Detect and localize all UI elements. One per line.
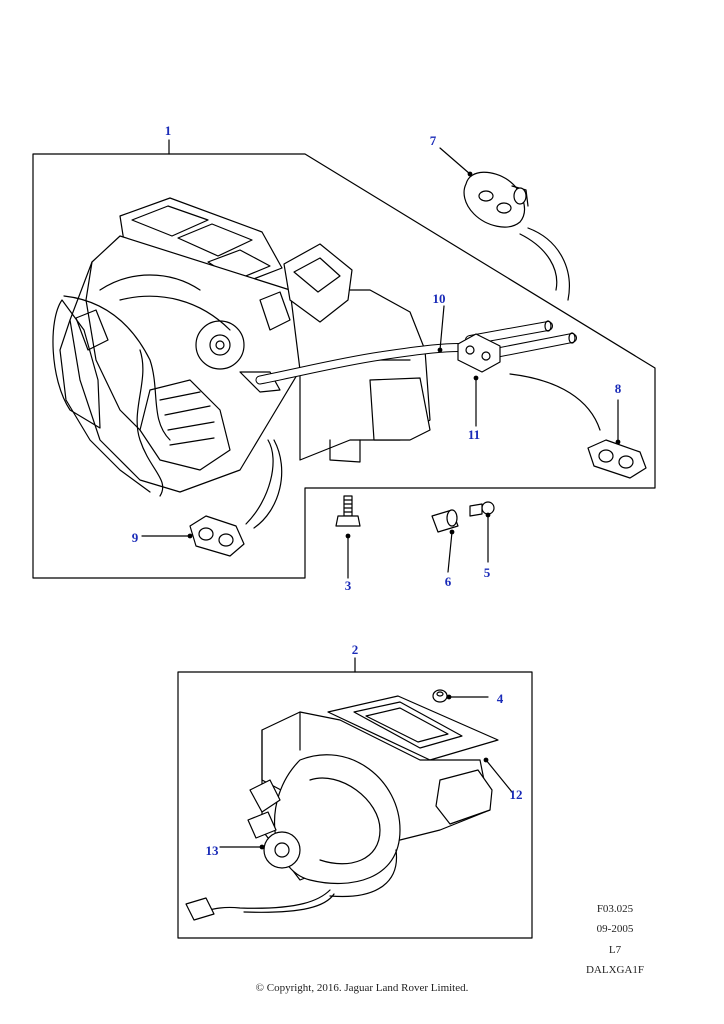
- drawing-code: F03.025: [596, 903, 634, 915]
- stud-3-drawing: [335, 495, 361, 527]
- callout-3[interactable]: 3: [345, 578, 352, 593]
- model-code: L7: [608, 944, 622, 956]
- callout-4[interactable]: 4: [497, 691, 504, 706]
- callout-9[interactable]: 9: [132, 530, 139, 545]
- callout-5[interactable]: 5: [484, 565, 491, 580]
- grommet-8-drawing: [509, 373, 647, 479]
- blower-housing-drawing: [185, 689, 499, 921]
- callout-7[interactable]: 7: [430, 133, 437, 148]
- callout-11[interactable]: 11: [468, 427, 480, 442]
- callout-12[interactable]: 12: [510, 787, 523, 802]
- grommet-7-drawing: [463, 171, 570, 301]
- callout-2[interactable]: 2: [352, 642, 359, 657]
- heater-hose-pipes-drawing: [255, 320, 577, 385]
- illustration-code: DALXGA1F: [585, 964, 645, 976]
- spacer-6-drawing: [431, 509, 459, 533]
- drawing-date: 09-2005: [596, 923, 634, 935]
- leader-dots: [187, 171, 621, 850]
- callout-10[interactable]: 10: [433, 291, 446, 306]
- callout-8[interactable]: 8: [615, 381, 622, 396]
- callout-1[interactable]: 1: [165, 123, 172, 138]
- copyright-notice: © Copyright, 2016. Jaguar Land Rover Lim…: [255, 982, 469, 994]
- screw-5-drawing: [469, 501, 495, 517]
- assembly-1-frame: [32, 153, 656, 579]
- heater-housing-drawing: [52, 197, 431, 529]
- callout-13[interactable]: 13: [206, 843, 220, 858]
- leader-lines: [141, 139, 619, 848]
- grommet-9-drawing: [189, 515, 245, 557]
- callout-6[interactable]: 6: [445, 574, 452, 589]
